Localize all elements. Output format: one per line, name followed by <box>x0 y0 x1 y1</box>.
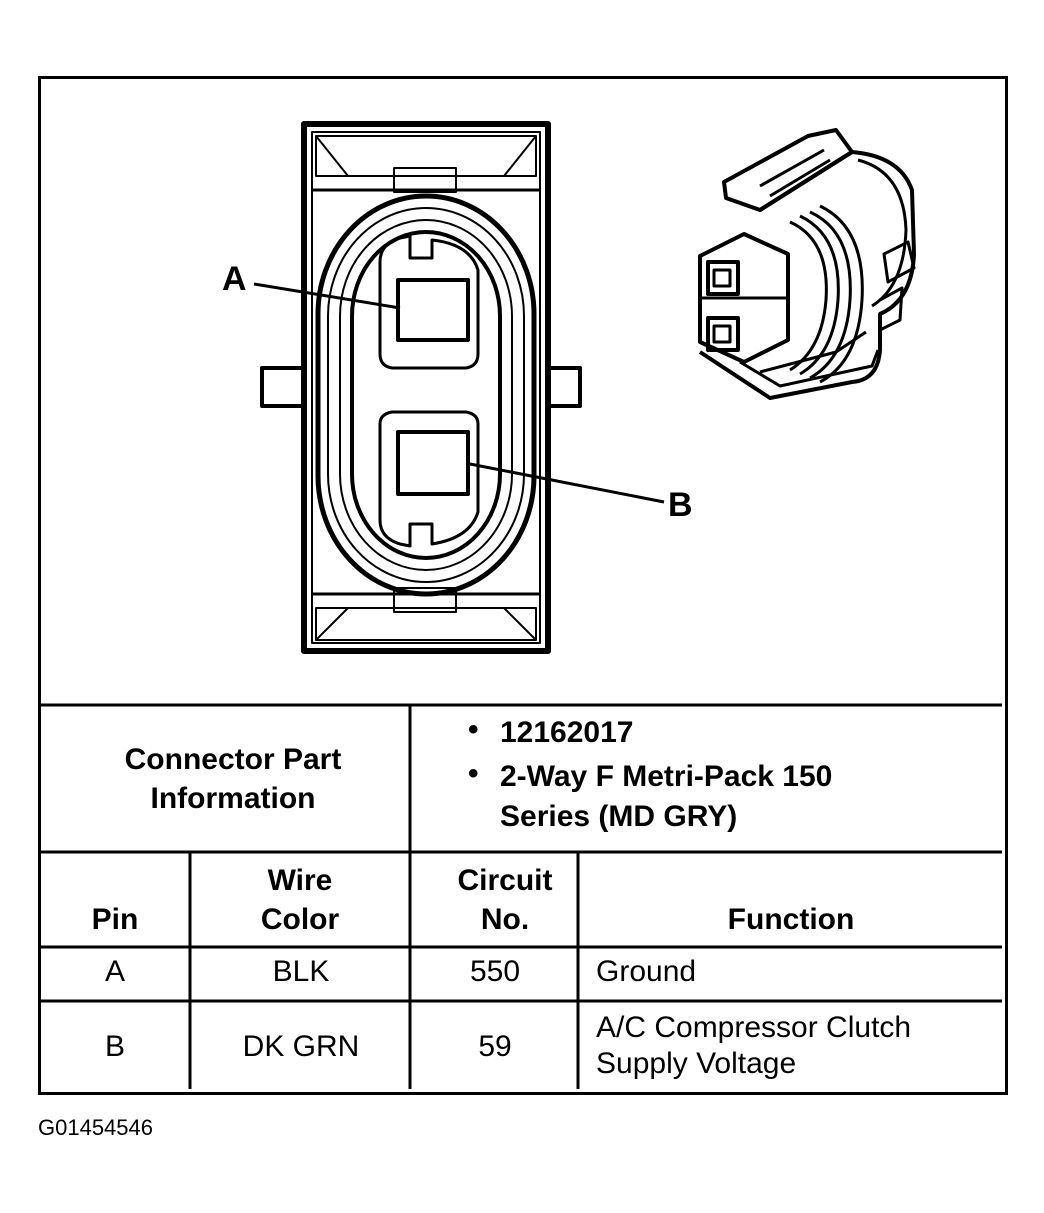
connector-isometric-view <box>698 128 916 400</box>
header-pin: Pin <box>91 903 139 936</box>
header-circuit-no: Circuit No. <box>457 864 553 936</box>
row-b-circuit-no: 59 <box>478 1030 512 1063</box>
connector-description: 2-Way F Metri-Pack 150 Series (MD GRY) <box>500 760 833 833</box>
bullet-icon: • <box>468 757 479 790</box>
row-a-circuit-no: 550 <box>469 955 521 988</box>
pin-b-callout: B <box>668 486 693 524</box>
figure-id: G01454546 <box>38 1115 153 1140</box>
header-function: Function <box>727 903 855 936</box>
row-a-pin: A <box>104 955 125 988</box>
bullet-icon: • <box>468 713 479 746</box>
row-b-function: A/C Compressor Clutch Supply Voltage <box>596 1011 912 1080</box>
pin-table-grid <box>38 703 1002 1089</box>
row-b-wire-color: DK GRN <box>242 1030 360 1063</box>
pin-a-callout: A <box>222 260 247 298</box>
list-item: • 12162017 <box>468 713 988 753</box>
connector-face-view <box>253 121 665 654</box>
row-a-function: Ground <box>596 955 697 988</box>
row-b-pin: B <box>104 1030 125 1063</box>
diagram-frame <box>38 76 1008 1095</box>
row-a-wire-color: BLK <box>272 955 330 988</box>
connector-part-info-list: • 12162017 • 2-Way F Metri-Pack 150 Seri… <box>468 713 988 837</box>
part-number: 12162017 <box>500 716 634 749</box>
connector-part-info-label: Connector Part Information <box>124 743 342 815</box>
header-wire-color: Wire Color <box>260 864 340 936</box>
list-item: • 2-Way F Metri-Pack 150 Series (MD GRY) <box>468 757 988 837</box>
